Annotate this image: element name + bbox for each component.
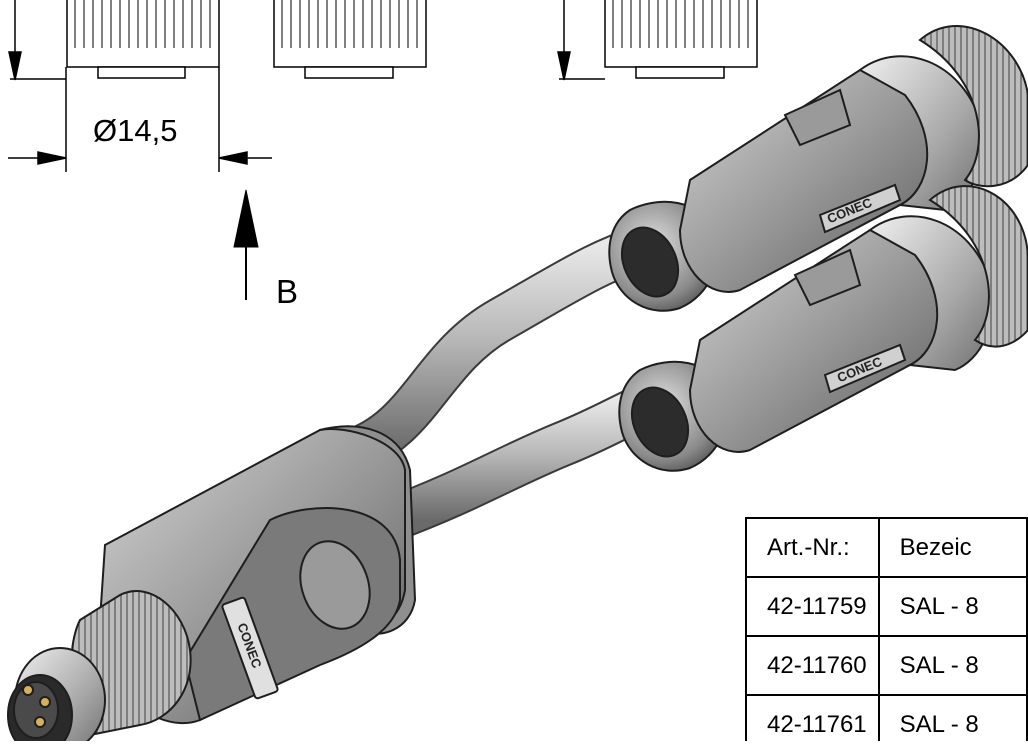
table-cell-article: 42-11759 (745, 576, 880, 637)
cable-upper (327, 222, 673, 475)
top-view-nut-right (604, 0, 758, 79)
connector-upper (608, 24, 1028, 312)
table-cell-designation: SAL - 8 (877, 635, 1028, 696)
table-row: 42-11759 SAL - 8 (745, 576, 1028, 637)
article-table: Art.-Nr.: Bezeic 42-11759 SAL - 8 42-117… (745, 517, 1028, 741)
top-view-nut-left (66, 0, 220, 79)
table-cell-article: 42-11760 (745, 635, 880, 696)
view-b-label: B (276, 273, 299, 310)
table-row: 42-11761 SAL - 8 (745, 694, 1028, 741)
table-header-cell: Bezeic (877, 517, 1028, 578)
male-connector (7, 590, 192, 746)
diameter-dimension-label: Ø14,5 (93, 113, 178, 148)
table-cell-designation: SAL - 8 (877, 576, 1028, 637)
table-cell-designation: SAL - 8 (877, 694, 1028, 741)
dimension-lines (8, 0, 605, 172)
table-cell-article: 42-11761 (745, 694, 880, 741)
view-arrow-b (233, 189, 259, 300)
connector-lower (618, 185, 1028, 472)
table-row: 42-11760 SAL - 8 (745, 635, 1028, 696)
table-header-row: Art.-Nr.: Bezeic (745, 517, 1028, 578)
top-view-nut-middle (273, 0, 427, 79)
table-header-cell: Art.-Nr.: (745, 517, 880, 578)
